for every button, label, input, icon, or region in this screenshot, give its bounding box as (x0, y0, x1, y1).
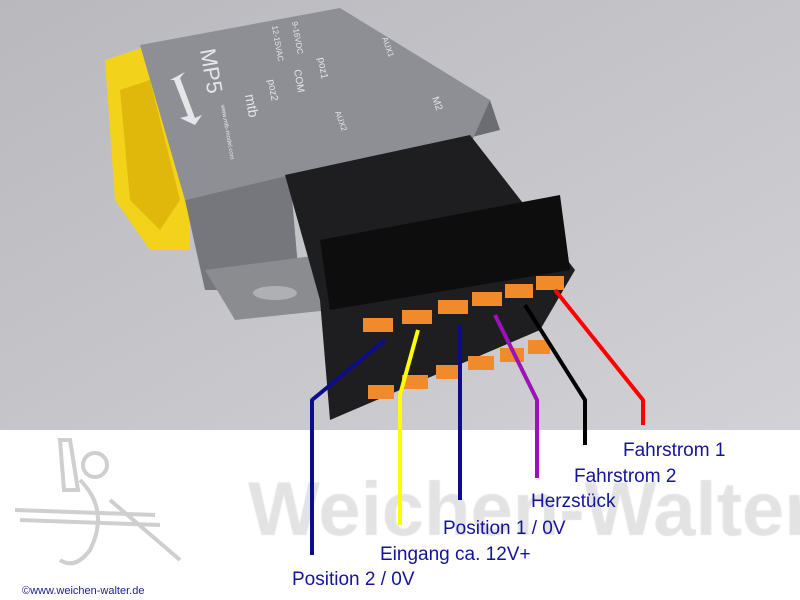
logo-text: mtb (242, 93, 262, 119)
housing-side (185, 175, 300, 290)
wire-position-2 (310, 338, 387, 555)
mascot-logo (14, 438, 182, 566)
copyright: ©www.weichen-walter.de (22, 585, 145, 597)
wire-eingang (398, 329, 420, 525)
label-herzstueck: Herzstück (531, 491, 616, 512)
label-fahrstrom-2: Fahrstrom 2 (574, 466, 677, 487)
housing-print: MP5 www.mtb-model.com mtb 9-16VDC 12-15V… (195, 21, 444, 160)
arrow-icon (170, 72, 202, 125)
label-eingang: Eingang ca. 12V+ (380, 544, 531, 565)
label-position-1: Position 1 / 0V (443, 518, 566, 539)
label-fahrstrom-1: Fahrstrom 1 (623, 440, 726, 461)
poz1-text: poz1 (315, 57, 330, 81)
poz2-text: poz2 (265, 79, 280, 103)
wires (310, 288, 645, 555)
label-position-2: Position 2 / 0V (292, 569, 415, 590)
m2-text: M2 (429, 95, 444, 112)
orange-levers (363, 276, 564, 399)
wire-fahrstrom-2 (523, 303, 587, 445)
com-text: COM (291, 69, 306, 94)
wire-fahrstrom-1 (553, 288, 645, 425)
wire-herzstueck (493, 314, 539, 478)
